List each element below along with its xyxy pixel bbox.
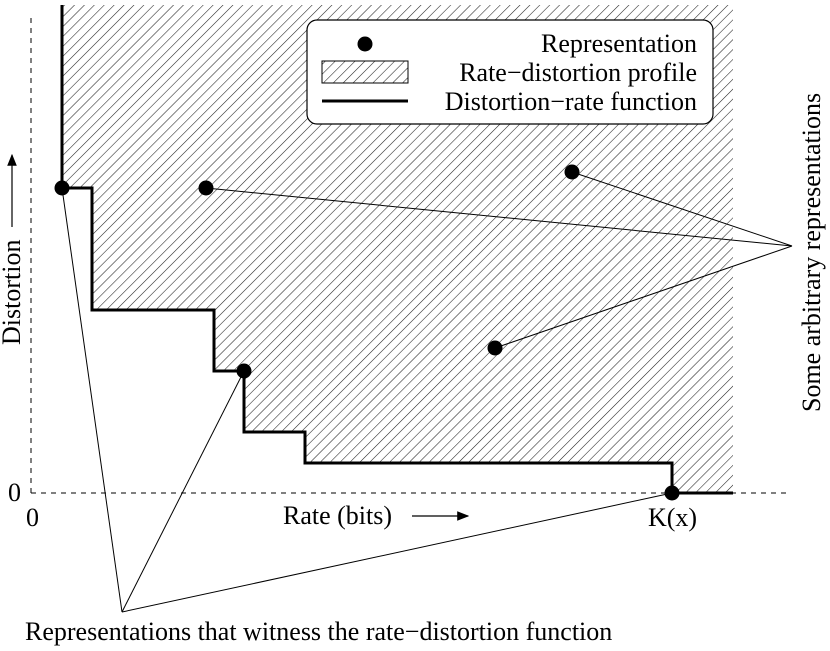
witness-leader-lines [61,187,673,613]
arbitrary-point [198,180,214,196]
y-axis-label: Distortion [0,240,26,345]
legend-dot-icon [357,36,373,52]
legend: Representation Rate−distortion profile D… [306,19,714,125]
witness-point [236,363,252,379]
witness-point [54,180,70,196]
representation-points [54,164,680,501]
arbitrary-point [487,340,503,356]
kx-label: K(x) [648,503,697,532]
arbitrary-leader-lines [205,171,793,349]
witness-point [664,485,680,501]
origin-y-zero: 0 [8,478,21,507]
origin-x-zero: 0 [26,503,39,532]
x-axis-label: Rate (bits) [283,501,392,530]
legend-label-profile: Rate−distortion profile [459,58,697,87]
arbitrary-representations-label: Some arbitrary representations [797,93,826,412]
legend-hatch-icon [321,60,409,84]
legend-label-representation: Representation [541,29,697,58]
legend-box [306,19,714,125]
witness-representations-label: Representations that witness the rate−di… [25,617,612,646]
y-axis-label-group: Distortion [0,153,26,345]
legend-label-distortion-rate: Distortion−rate function [445,87,697,116]
arbitrary-point [564,164,580,180]
